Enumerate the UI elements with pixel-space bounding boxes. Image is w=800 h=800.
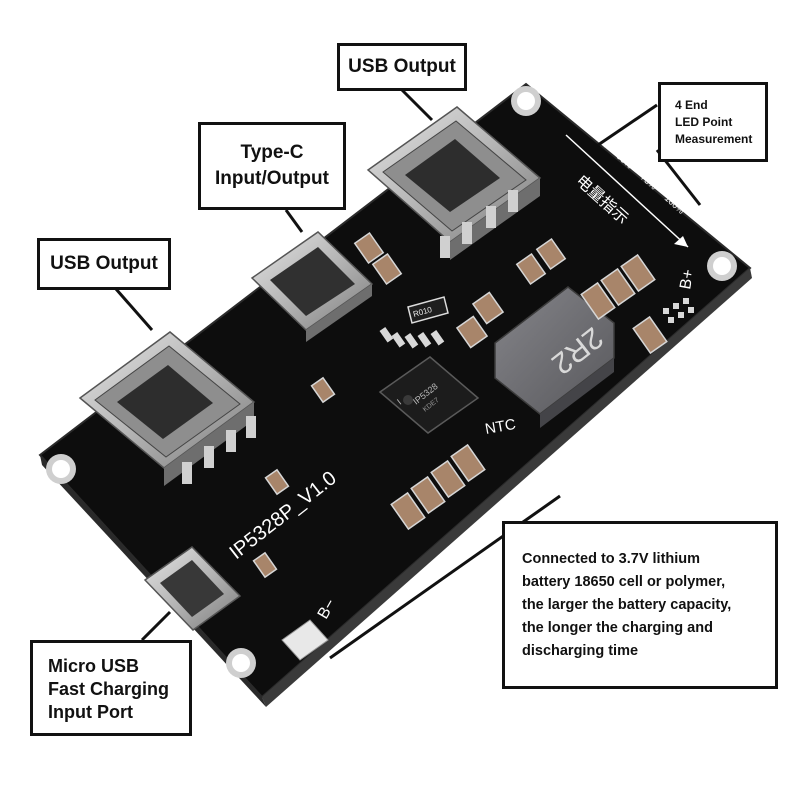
micro-usb-connector (143, 546, 242, 631)
battery-negative-pad (281, 619, 329, 661)
pcb-edge (262, 268, 752, 707)
battery-callout-line1: Connected to 3.7V lithium (522, 551, 701, 567)
chip-brand-mark: I (395, 397, 403, 406)
mounting-hole (707, 251, 737, 281)
micro-usb-callout-line2: Fast Charging (48, 679, 170, 699)
inductor (494, 286, 615, 428)
usb-output-left-label: USB Output (50, 253, 158, 274)
usb-output-top-label: USB Output (348, 56, 456, 77)
micro-usb-callout: Micro USB Fast Charging Input Port (30, 640, 192, 736)
type-c-connector (250, 231, 374, 342)
smd-pads (379, 298, 694, 349)
mounting-hole (511, 86, 541, 116)
led-callout-line2: LED Point (675, 114, 733, 129)
usb-a-connector-top (366, 106, 542, 260)
mounting-hole (46, 454, 76, 484)
battery-callout-line4: the longer the charging and (522, 620, 713, 636)
usb-a-connector-left (78, 331, 256, 486)
capacitors (252, 231, 668, 579)
type-c-label-line1: Type-C (240, 142, 304, 163)
battery-callout-line3: the larger the battery capacity, (522, 597, 732, 613)
battery-callout: Connected to 3.7V lithium battery 18650 … (502, 521, 778, 689)
sense-resistor (407, 296, 449, 324)
usb-output-top-callout: USB Output (337, 43, 467, 91)
type-c-label-line2: Input/Output (215, 168, 329, 189)
led-callout-line3: Measurement (675, 131, 753, 146)
type-c-callout: Type-C Input/Output (198, 122, 346, 210)
battery-callout-line5: discharging time (522, 643, 639, 659)
ntc-label: NTC (484, 416, 517, 438)
usb-output-left-callout: USB Output (37, 238, 171, 290)
b-plus-label: B+ (677, 268, 697, 291)
led-measurement-callout: 4 End LED Point Measurement (658, 82, 768, 162)
mounting-hole (226, 648, 256, 678)
led-callout-line1: 4 End (675, 97, 708, 112)
micro-usb-callout-line1: Micro USB (48, 656, 140, 676)
micro-usb-callout-line3: Input Port (48, 702, 133, 722)
ip5328-chip (378, 356, 480, 434)
battery-callout-line2: battery 18650 cell or polymer, (522, 574, 726, 590)
